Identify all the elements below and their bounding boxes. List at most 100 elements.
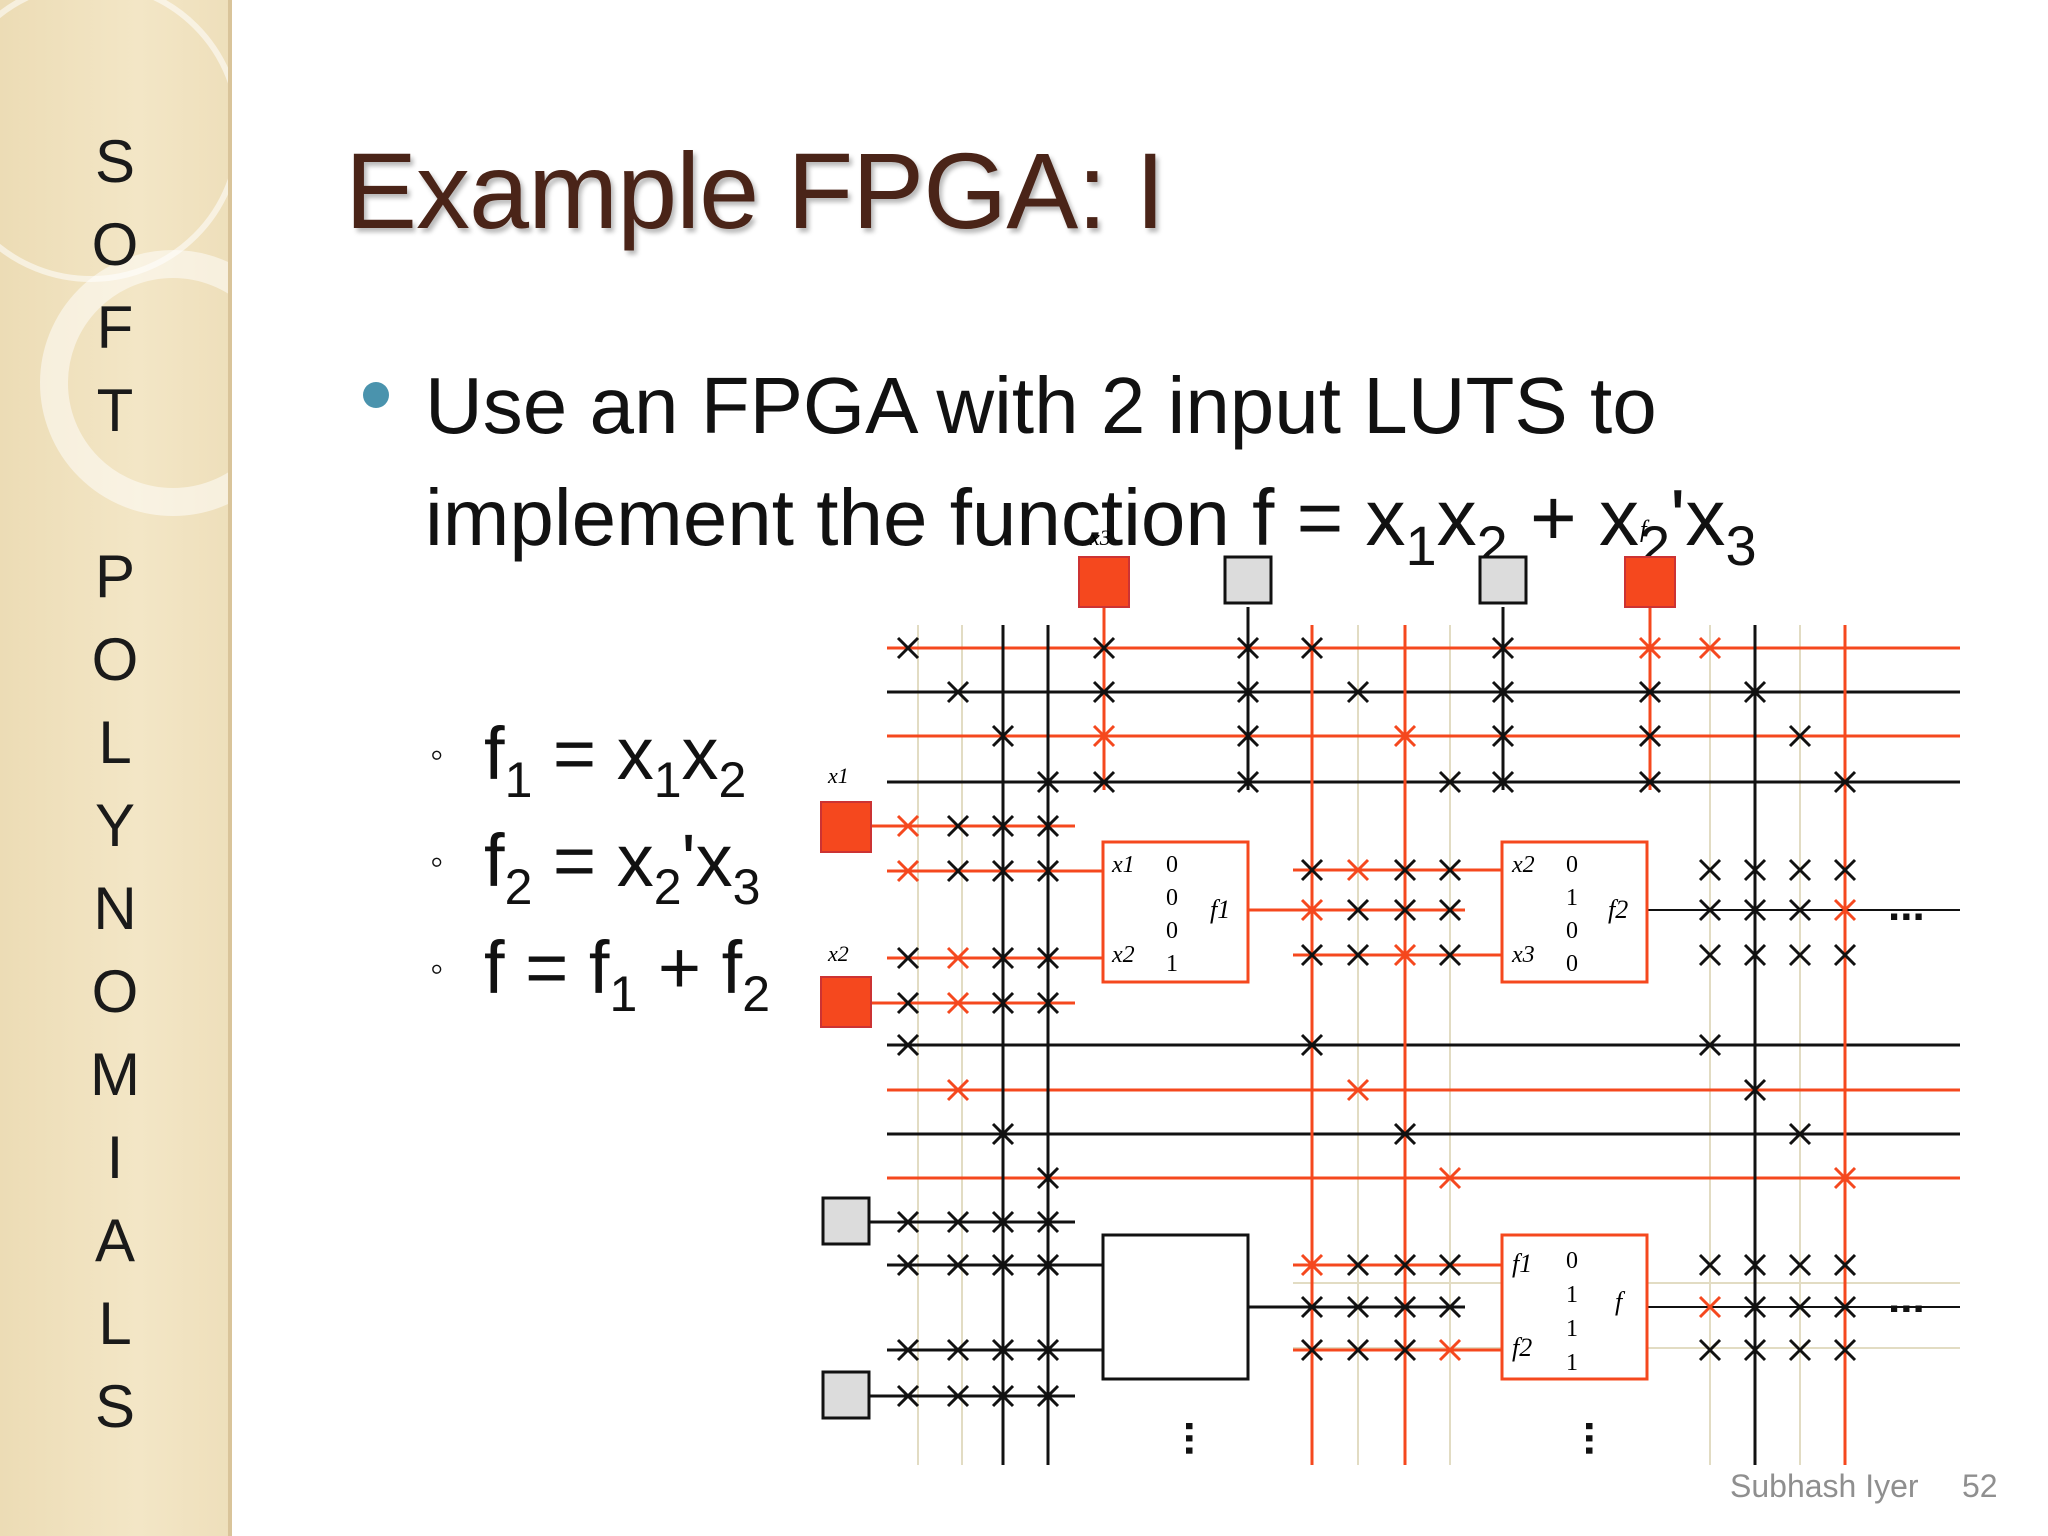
switch-point (1300, 858, 1324, 882)
lut-2-bit-0: 0 (1566, 852, 1578, 878)
switch-point (991, 946, 1015, 970)
pin-label-x3: x3 (1089, 525, 1111, 550)
switch-point (1698, 1338, 1722, 1362)
sidebar-letter: S (94, 128, 136, 195)
switch-point (1300, 1033, 1324, 1057)
switch-point (1833, 943, 1857, 967)
switch-points (896, 636, 1857, 1408)
switch-point (946, 859, 970, 883)
switch-point (1491, 680, 1515, 704)
switch-point (1300, 636, 1324, 660)
switch-point (1036, 1166, 1060, 1190)
switch-point (991, 1338, 1015, 1362)
switch-point (1346, 943, 1370, 967)
switch-point (1236, 724, 1260, 748)
lut-1-bit-3: 1 (1166, 951, 1178, 977)
switch-point (991, 1210, 1015, 1234)
lut-1-input-b-label: x2 (1111, 942, 1135, 968)
lut-1-box (1101, 840, 1250, 984)
switch-point (1438, 770, 1462, 794)
pin-left-unused-2 (821, 1370, 871, 1420)
sidebar-letter: T (96, 377, 134, 444)
switch-point (946, 1078, 970, 1102)
footer-page-number: 52 (1962, 1468, 1998, 1504)
lut-3-input-b-label: f2 (1512, 1333, 1532, 1362)
switch-point (1036, 814, 1060, 838)
switch-point (1788, 943, 1812, 967)
sidebar-edge (228, 0, 232, 1536)
switch-point (1438, 943, 1462, 967)
switch-point (1788, 1338, 1812, 1362)
switch-point (1833, 1338, 1857, 1362)
main-bullet-line-1: Use an FPGA with 2 input LUTS to (425, 361, 1657, 450)
switch-point (1300, 1253, 1324, 1277)
lut-1-output-label: f1 (1210, 895, 1230, 924)
sub-bullet-list: ◦f1 = x1x2 ◦f2 = x2'x3 ◦f = f1 + f2 (430, 700, 770, 1022)
lut-3-box (1500, 1233, 1649, 1381)
switch-point (991, 814, 1015, 838)
switch-point (1743, 943, 1767, 967)
slide-title: Example FPGA: I (345, 130, 1165, 251)
pin-label-f: f (1640, 517, 1650, 543)
switch-point (991, 1384, 1015, 1408)
switch-point (1491, 724, 1515, 748)
lut-2-bit-2: 0 (1566, 918, 1578, 944)
continuation-ellipses: ... ... ... ... (1176, 881, 1925, 1457)
ellipsis-right-bottom: ... (1888, 1273, 1925, 1322)
switch-point (1346, 1078, 1370, 1102)
switch-point (896, 1338, 920, 1362)
switch-point (1393, 1295, 1417, 1319)
switch-point (896, 1253, 920, 1277)
switch-point (1438, 858, 1462, 882)
sub-bullet-f1: ◦f1 = x1x2 (430, 700, 770, 808)
lut-3-bit-2: 1 (1566, 1316, 1578, 1342)
switch-point (1346, 858, 1370, 882)
sidebar-letter: S (94, 1373, 136, 1440)
switch-point (1833, 770, 1857, 794)
switch-point (1438, 1338, 1462, 1362)
switch-point (1036, 1384, 1060, 1408)
switch-point (946, 680, 970, 704)
sidebar-letter: L (98, 709, 132, 776)
switch-point (1833, 1166, 1857, 1190)
io-pins: x3 f x1 x2 (820, 517, 1676, 1420)
lut-3-bit-1: 1 (1566, 1282, 1578, 1308)
lut-2-bit-3: 0 (1566, 951, 1578, 977)
switch-point (1393, 1253, 1417, 1277)
switch-point (1743, 1253, 1767, 1277)
pin-f (1624, 556, 1676, 608)
lut-3-input-a-label: f1 (1512, 1249, 1532, 1278)
lut-2-box (1500, 840, 1649, 984)
switch-point (1743, 680, 1767, 704)
sub-bullet-f2: ◦f2 = x2'x3 (430, 807, 770, 915)
switch-point (1833, 1295, 1857, 1319)
switch-point (1393, 943, 1417, 967)
sidebar-letter: I (106, 1124, 124, 1191)
switch-point (1036, 1338, 1060, 1362)
switch-point (896, 1210, 920, 1234)
footer-author: Subhash Iyer (1730, 1468, 1919, 1504)
switch-point (1743, 898, 1767, 922)
switch-point (896, 1384, 920, 1408)
switch-point (1393, 898, 1417, 922)
lut-1-bit-1: 0 (1166, 885, 1178, 911)
switch-point (1346, 1253, 1370, 1277)
switch-point (896, 991, 920, 1015)
switch-point (1092, 680, 1116, 704)
switch-point (1698, 1253, 1722, 1277)
pin-label-x1: x1 (827, 763, 849, 788)
switch-point (1833, 858, 1857, 882)
sidebar-letter: N (93, 875, 137, 942)
switch-point (896, 859, 920, 883)
switch-point (1788, 724, 1812, 748)
switch-point (1300, 1338, 1324, 1362)
switch-point (991, 724, 1015, 748)
switch-point (1438, 1166, 1462, 1190)
unused-logic-block (1101, 1233, 1250, 1381)
switch-point (946, 1338, 970, 1362)
routing-wires (869, 607, 1960, 1465)
ellipsis-right-top: ... (1888, 881, 1925, 930)
ellipsis-bottom-right: ... (1576, 1420, 1625, 1457)
switch-point (946, 1253, 970, 1277)
